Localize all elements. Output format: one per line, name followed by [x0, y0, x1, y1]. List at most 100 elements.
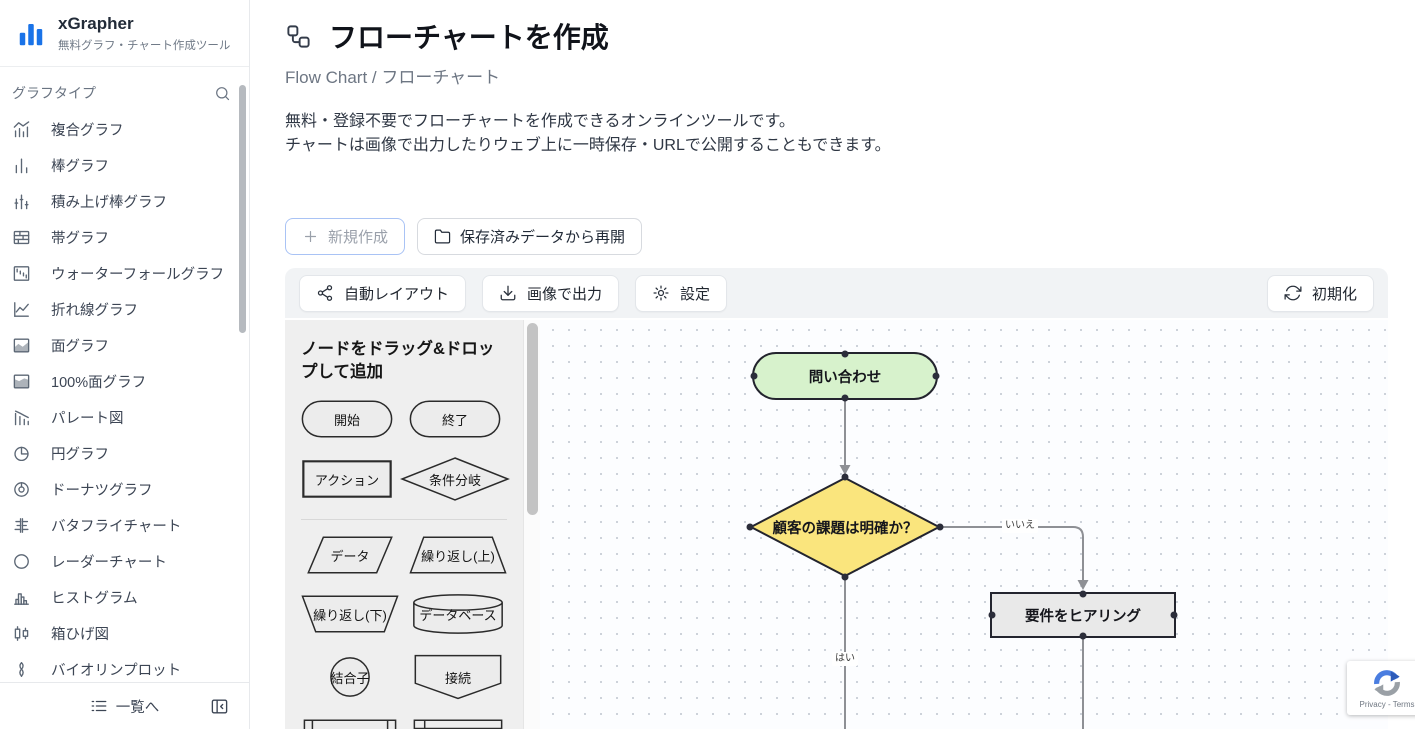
pill-shape	[409, 400, 501, 438]
sidebar-scrollbar[interactable]	[239, 85, 246, 333]
palette-node-label: データ	[330, 548, 370, 564]
flow-toolbar: 自動レイアウト 画像で出力 設定 初期化	[285, 268, 1388, 318]
sidebar-item[interactable]: 棒グラフ	[0, 147, 249, 183]
palette-divider	[301, 519, 507, 520]
sidebar-section-header: グラフタイプ	[0, 67, 249, 107]
new-button[interactable]: 新規作成	[285, 218, 406, 255]
anchor-dot[interactable]	[1079, 632, 1087, 640]
sidebar-item-label: ウォーターフォールグラフ	[51, 266, 225, 283]
app-logo[interactable]: xGrapher 無料グラフ・チャート作成ツール	[0, 0, 249, 67]
sidebar-item[interactable]: ドーナツグラフ	[0, 471, 249, 507]
sidebar-item[interactable]: 円グラフ	[0, 435, 249, 471]
sidebar-item[interactable]: パレート図	[0, 399, 249, 435]
anchor-dot[interactable]	[746, 523, 754, 531]
palette-node-label: 条件分岐	[428, 472, 481, 488]
anchor-dot[interactable]	[841, 350, 849, 358]
sidebar-item[interactable]: 箱ひげ図	[0, 615, 249, 651]
flow-canvas[interactable]: 問い合わせ顧客の課題は明確か？要件をヒアリングいいえはい	[540, 320, 1388, 729]
pill-shape	[301, 400, 393, 438]
sidebar-item[interactable]: 帯グラフ	[0, 219, 249, 255]
flow-node-inquiry[interactable]: 問い合わせ	[750, 350, 940, 402]
recaptcha-badge[interactable]: Privacy - Terms	[1347, 661, 1415, 715]
sidebar-item-label: 箱ひげ図	[51, 626, 109, 643]
settings-button[interactable]: 設定	[635, 274, 728, 312]
butterfly-chart-icon	[12, 516, 31, 535]
band-chart-icon	[12, 228, 31, 247]
search-icon[interactable]	[214, 85, 231, 102]
trapezoid-down-shape	[301, 595, 399, 633]
auto-layout-button[interactable]: 自動レイアウト	[299, 274, 467, 312]
description-line-2: チャートは画像で出力したりウェブ上に一時保存・URLで公開することもできます。	[285, 137, 891, 154]
sidebar-item[interactable]: 面グラフ	[0, 327, 249, 363]
sidebar-item-label: 積み上げ棒グラフ	[51, 194, 167, 211]
palette-node-trapezoid-up[interactable]: 繰り返し(上)	[409, 536, 507, 574]
sidebar-item[interactable]: ヒストグラム	[0, 579, 249, 615]
export-image-label: 画像で出力	[527, 285, 603, 303]
palette-node-label: 繰り返し(下)	[313, 607, 387, 623]
sidebar-list: 複合グラフ棒グラフ積み上げ棒グラフ帯グラフウォーターフォールグラフ折れ線グラフ面…	[0, 111, 249, 687]
palette-node-internal-storage[interactable]: 内部記憶	[413, 719, 503, 729]
sidebar-item-label: 帯グラフ	[51, 230, 109, 247]
export-image-button[interactable]: 画像で出力	[482, 274, 620, 312]
anchor-dot[interactable]	[1079, 590, 1087, 598]
anchor-dot[interactable]	[750, 372, 758, 380]
sidebar-item[interactable]: 100%面グラフ	[0, 363, 249, 399]
palette-node-rect[interactable]: アクション	[302, 460, 392, 498]
palette-node-pentagon-down[interactable]: 接続	[414, 654, 502, 700]
sidebar-item[interactable]: レーダーチャート	[0, 543, 249, 579]
resume-saved-button[interactable]: 保存済みデータから再開	[417, 218, 643, 255]
anchor-dot[interactable]	[841, 473, 849, 481]
reset-button[interactable]: 初期化	[1266, 274, 1374, 312]
palette-node-circle[interactable]: 結合子	[329, 656, 371, 698]
gear-icon	[652, 284, 670, 302]
palette-node-parallelogram[interactable]: データ	[307, 536, 393, 574]
list-view-button[interactable]: 一覧へ	[90, 696, 159, 717]
palette-node-subprocess[interactable]: サブプロセス	[303, 719, 397, 729]
panel-left-close-icon[interactable]	[210, 697, 229, 716]
palette-scrollbar[interactable]	[527, 323, 538, 515]
palette-node-pill[interactable]: 開始	[301, 400, 393, 438]
main-content: フローチャートを作成 Flow Chart / フローチャート 無料・登録不要で…	[250, 0, 1415, 729]
sidebar-item-label: 面グラフ	[51, 338, 109, 355]
palette-groups: 開始 終了アクション 条件分岐データ 繰り返し(上) 繰り返し(下) データベース結合子 接…	[299, 400, 509, 729]
anchor-dot[interactable]	[1170, 611, 1178, 619]
edge-label: いいえ	[1002, 519, 1038, 533]
flow-node-decision[interactable]: 顧客の課題は明確か？	[746, 473, 944, 581]
chart-type-label: グラフタイプ	[12, 85, 96, 101]
refresh-icon	[1284, 284, 1302, 302]
anchor-dot[interactable]	[841, 573, 849, 581]
sidebar-item-label: レーダーチャート	[51, 554, 167, 571]
settings-label: 設定	[680, 285, 711, 303]
palette-node-trapezoid-down[interactable]: 繰り返し(下)	[301, 595, 399, 633]
rect-shape	[302, 460, 392, 498]
sidebar-item[interactable]: バタフライチャート	[0, 507, 249, 543]
node-palette: ノードをドラッグ&ドロップして追加 開始終了アクション条件分岐データ繰り返し(上…	[285, 320, 523, 729]
anchor-dot[interactable]	[841, 394, 849, 402]
bar-chart-logo-icon	[19, 23, 43, 45]
palette-node-label: 接続	[444, 670, 471, 686]
anchor-dot[interactable]	[988, 611, 996, 619]
palette-node-label: 結合子	[330, 670, 370, 686]
recaptcha-privacy-terms: Privacy - Terms	[1359, 699, 1415, 709]
palette-node-diamond[interactable]: 条件分岐	[401, 457, 509, 501]
palette-node-pill[interactable]: 終了	[409, 400, 501, 438]
flow-node-hearing[interactable]: 要件をヒアリング	[988, 590, 1178, 640]
sidebar-item-label: ヒストグラム	[51, 590, 138, 607]
folder-icon	[434, 228, 451, 245]
boxplot-icon	[12, 624, 31, 643]
sidebar-item[interactable]: 積み上げ棒グラフ	[0, 183, 249, 219]
anchor-dot[interactable]	[936, 523, 944, 531]
sidebar-item[interactable]: ウォーターフォールグラフ	[0, 255, 249, 291]
sidebar-item[interactable]: 折れ線グラフ	[0, 291, 249, 327]
palette-node-cylinder[interactable]: データベース	[412, 593, 504, 635]
anchor-dot[interactable]	[932, 372, 940, 380]
palette-node-label: 終了	[441, 412, 468, 428]
sidebar-item-label: 棒グラフ	[51, 158, 109, 175]
share-icon	[316, 284, 334, 302]
area-chart-icon	[12, 336, 31, 355]
donut-chart-icon	[12, 480, 31, 499]
sidebar-item[interactable]: 複合グラフ	[0, 111, 249, 147]
violin-plot-icon	[12, 660, 31, 679]
cylinder-shape	[412, 593, 504, 635]
sidebar-item[interactable]: バイオリンプロット	[0, 651, 249, 687]
